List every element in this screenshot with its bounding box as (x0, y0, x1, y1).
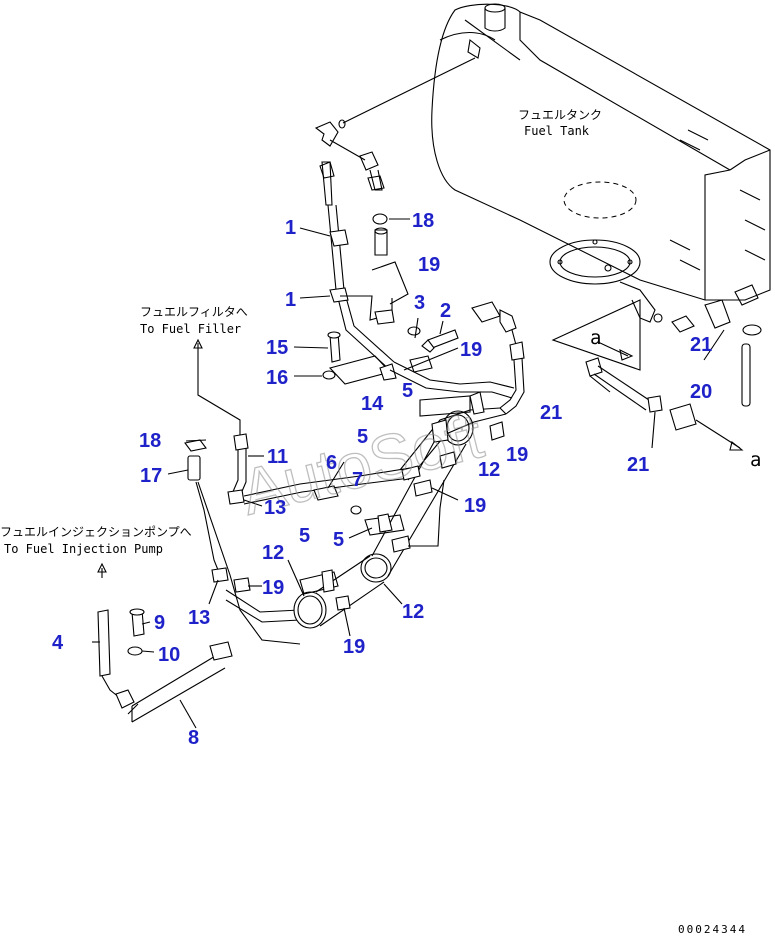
callout-19-mid-right: 19 (464, 495, 486, 517)
callout-19-bracket: 19 (418, 254, 440, 276)
callout-21-mid: 21 (540, 402, 562, 424)
callout-13-lower: 13 (188, 607, 210, 629)
view-marker-a-lower: a (750, 449, 761, 471)
fuel-tank (431, 3, 771, 407)
pipe-20 (741, 343, 751, 407)
callout-16: 16 (266, 367, 288, 389)
callout-5-upper: 5 (402, 380, 413, 402)
callout-18-lower: 18 (139, 430, 161, 452)
callout-12-left: 12 (262, 542, 284, 564)
view-a-details (551, 299, 744, 451)
callout-21-right: 21 (690, 334, 712, 356)
callout-11: 11 (267, 446, 288, 468)
fuel-line-right (389, 301, 525, 415)
upper-fittings (314, 57, 476, 371)
callout-21-lower: 21 (627, 454, 649, 476)
callout-19-clamp-upper: 19 (460, 339, 482, 361)
fuel-filler-label-en: To Fuel Filler (140, 322, 241, 336)
leader-lines (92, 218, 725, 729)
injection-pump-label-jp: フュエルインジェクションポンプへ (0, 525, 192, 539)
callout-5-mid-lower: 5 (333, 529, 344, 551)
callout-5-mid-upper: 5 (357, 426, 368, 448)
callout-5-lower: 5 (299, 525, 310, 547)
fuel-tank-label-jp: フュエルタンク (518, 108, 602, 122)
callout-4: 4 (52, 632, 64, 654)
callout-labels: 1 1 18 19 3 2 15 19 16 14 5 21 20 21 21 … (52, 210, 712, 749)
callout-18-upper: 18 (412, 210, 434, 232)
view-marker-a-upper: a (590, 327, 601, 349)
callout-2: 2 (440, 300, 451, 322)
filter-lines (184, 338, 411, 645)
pump-lines (97, 562, 301, 723)
tank-flange (549, 239, 663, 323)
injection-pump-label-en: To Fuel Injection Pump (4, 542, 163, 556)
callout-13-upper: 13 (264, 497, 286, 519)
callout-14: 14 (361, 393, 384, 415)
callout-12-upper: 12 (478, 459, 500, 481)
callout-7: 7 (352, 469, 363, 491)
callout-8: 8 (188, 727, 199, 749)
callout-19-right: 19 (506, 444, 528, 466)
callout-9: 9 (154, 612, 165, 634)
callout-3: 3 (414, 292, 425, 314)
callout-6: 6 (326, 452, 337, 474)
fuel-pipe-assembly (293, 391, 507, 629)
callout-19-left: 19 (262, 577, 284, 599)
callout-1-lower: 1 (285, 289, 296, 311)
fuel-tank-label-en: Fuel Tank (524, 124, 590, 138)
callout-1-upper: 1 (285, 217, 296, 239)
callout-12-lower: 12 (402, 601, 424, 623)
callout-17: 17 (140, 465, 162, 487)
callout-15: 15 (266, 337, 288, 359)
callout-10: 10 (158, 644, 180, 666)
fuel-filler-label-jp: フュエルフィルタへ (140, 305, 248, 319)
callout-20: 20 (690, 381, 712, 403)
callout-19-lower: 19 (343, 636, 365, 658)
document-number: 00024344 (678, 923, 747, 936)
clamp-bracket-group (322, 229, 459, 385)
